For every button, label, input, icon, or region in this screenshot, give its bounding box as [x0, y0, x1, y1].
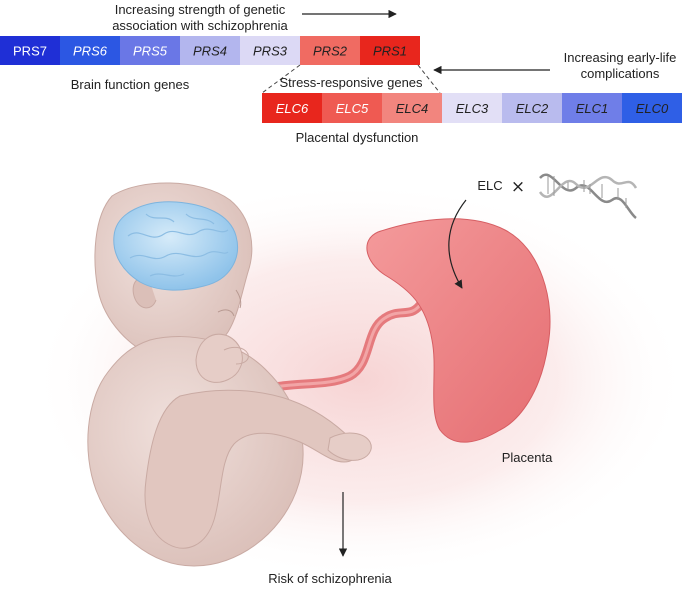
prs-cell-prs7 [0, 36, 60, 65]
elc-label: ELC [477, 178, 502, 193]
stress-genes-caption: Stress-responsive genes [279, 75, 423, 90]
elc-to-placenta-arrow [448, 199, 467, 289]
genetic-strength-header-line2: association with schizophrenia [112, 18, 288, 33]
prs-label-prs3: PRS3 [253, 44, 288, 59]
prs-label-prs7: PRS7 [13, 44, 47, 59]
elc-cell-elc3 [442, 93, 502, 123]
brain-illustration [113, 201, 238, 291]
prs-caption: Brain function genes [71, 77, 190, 92]
elc-label-elc2: ELC2 [516, 101, 549, 116]
prs-cell-prs4 [180, 36, 240, 65]
elc-header-line1: Increasing early-life [564, 50, 677, 65]
placenta [366, 218, 551, 443]
times-symbol: × [511, 177, 525, 197]
elc-label-elc4: ELC4 [396, 101, 429, 116]
prs-cell-prs6 [60, 36, 120, 65]
elc-label-elc3: ELC3 [456, 101, 489, 116]
elc-bar: ELC6 ELC5 ELC4 ELC3 ELC2 ELC1 ELC0 [262, 93, 682, 123]
prs-cell-prs3 [240, 36, 300, 65]
elc-cell-elc5 [322, 93, 382, 123]
prs-bar: PRS7 PRS6 PRS5 PRS4 PRS3 PRS2 PRS1 [0, 36, 420, 65]
prs-label-prs5: PRS5 [133, 44, 168, 59]
elc-header-line2: complications [581, 66, 660, 81]
elc-label-elc0: ELC0 [636, 101, 669, 116]
risk-label: Risk of schizophrenia [268, 571, 392, 586]
elc-cell-elc2 [502, 93, 562, 123]
prs-label-prs6: PRS6 [73, 44, 108, 59]
prs-label-prs2: PRS2 [313, 44, 348, 59]
elc-label-elc5: ELC5 [336, 101, 369, 116]
zoom-connector-left [261, 64, 301, 94]
dna-helix-icon [538, 173, 638, 219]
elc-cell-elc1 [562, 93, 622, 123]
prs-label-prs1: PRS1 [373, 44, 407, 59]
prs-cell-prs2 [300, 36, 360, 65]
placental-dysfunction-caption: Placental dysfunction [296, 130, 419, 145]
elc-label-elc6: ELC6 [276, 101, 309, 116]
zoom-connector-right [417, 64, 441, 94]
elc-cell-elc0 [622, 93, 682, 123]
prs-cell-prs1 [360, 36, 420, 65]
elc-label-elc1: ELC1 [576, 101, 609, 116]
prs-label-prs4: PRS4 [193, 44, 227, 59]
elc-cell-elc4 [382, 93, 442, 123]
placenta-label: Placenta [502, 450, 553, 465]
genetic-strength-header-line1: Increasing strength of genetic [115, 2, 286, 17]
elc-cell-elc6 [262, 93, 322, 123]
prs-cell-prs5 [120, 36, 180, 65]
